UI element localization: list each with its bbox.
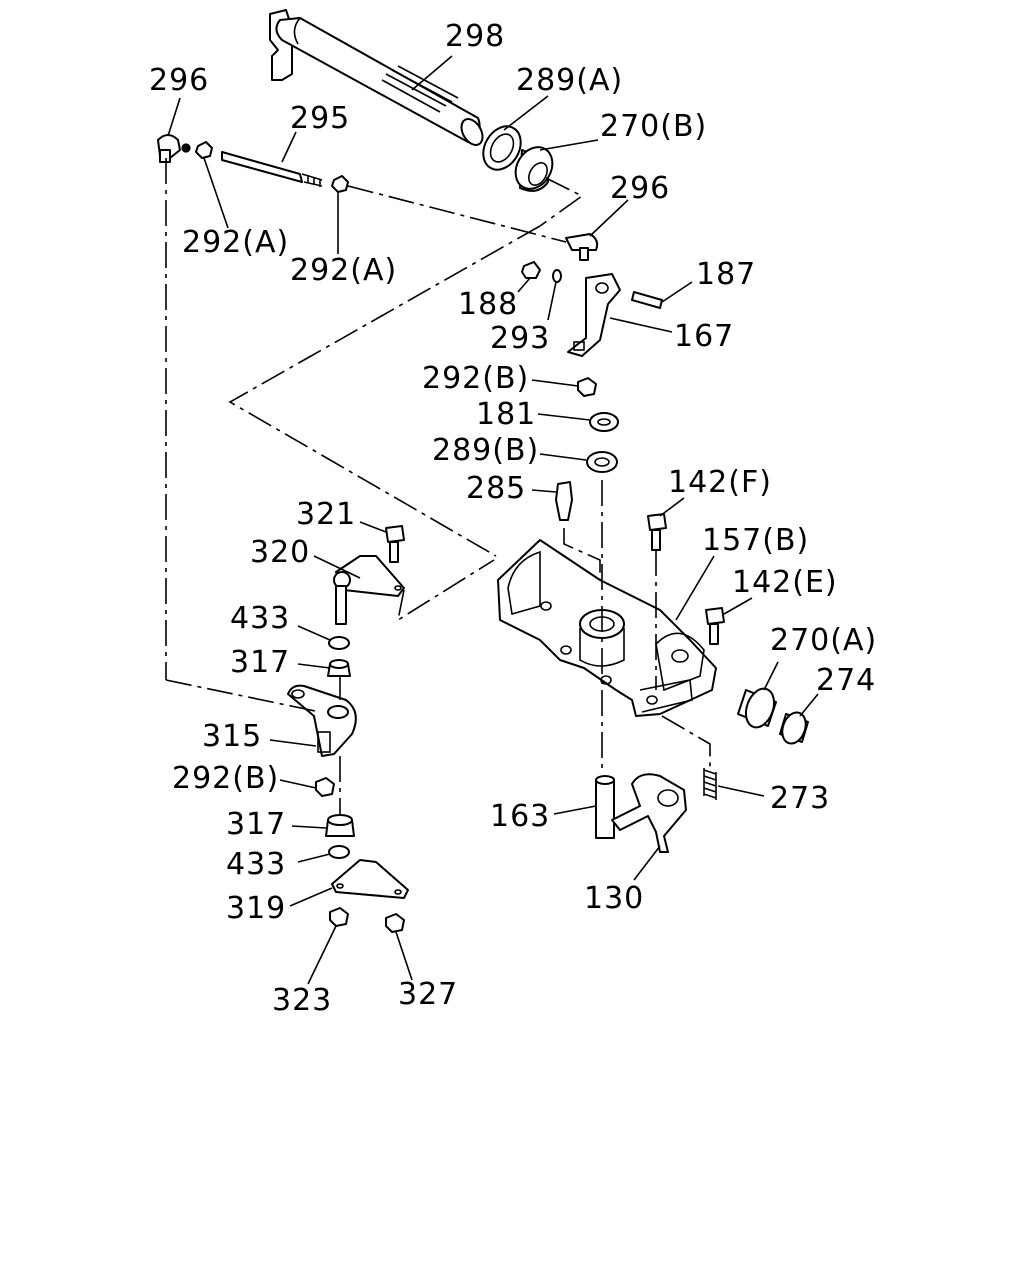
label-327: 327 (398, 977, 459, 1012)
part-292a-nut-right (331, 175, 349, 193)
part-292b-nut-lower (315, 777, 335, 797)
label-188: 188 (458, 287, 519, 322)
label-296-right: 296 (610, 171, 671, 206)
part-188-nut (521, 261, 541, 279)
label-142f: 142(F) (668, 465, 772, 500)
part-293-washer (552, 269, 562, 283)
label-292b-upper: 292(B) (422, 361, 530, 396)
part-181-washer (589, 412, 619, 432)
label-167: 167 (674, 319, 735, 354)
part-292b-nut-upper (577, 377, 597, 397)
label-157b: 157(B) (702, 523, 810, 558)
label-292b-lower: 292(B) (172, 761, 280, 796)
part-320-plate (333, 555, 405, 625)
label-296-left: 296 (149, 63, 210, 98)
part-317-bushing-upper (327, 659, 351, 677)
label-273: 273 (770, 781, 831, 816)
label-293: 293 (490, 321, 551, 356)
part-285-nipple (555, 481, 573, 521)
part-433-o-ring-lower (328, 845, 350, 859)
label-315: 315 (202, 719, 263, 754)
part-270b-bushing (514, 146, 554, 192)
label-319: 319 (226, 891, 287, 926)
label-321: 321 (296, 497, 357, 532)
label-163: 163 (490, 799, 551, 834)
part-296-ball-joint-left (157, 134, 191, 163)
part-327-nut (385, 913, 405, 933)
leader-lines (167, 55, 819, 985)
part-296-ball-joint-right (565, 233, 599, 261)
label-130: 130 (584, 881, 645, 916)
part-157b-housing (497, 539, 717, 717)
label-298: 298 (445, 19, 506, 54)
label-142e: 142(E) (732, 565, 838, 600)
part-142e-bolt (705, 607, 725, 645)
part-323-nut (329, 907, 349, 927)
label-292a-left: 292(A) (182, 225, 290, 260)
part-319-plate (331, 859, 409, 899)
part-433-o-ring-upper (328, 636, 350, 650)
label-270a: 270(A) (770, 623, 878, 658)
label-317-upper: 317 (230, 645, 291, 680)
part-273-spring (703, 768, 717, 800)
part-163-shaft (595, 775, 615, 839)
label-187: 187 (696, 257, 757, 292)
part-187-pin (631, 291, 663, 309)
label-270b: 270(B) (600, 109, 708, 144)
label-289b: 289(B) (432, 433, 540, 468)
label-292a-right: 292(A) (290, 253, 398, 288)
part-274-cap (779, 711, 809, 745)
chain-lines (165, 158, 711, 816)
label-317-lower: 317 (226, 807, 287, 842)
label-274: 274 (816, 663, 877, 698)
part-292a-nut-left (195, 141, 213, 159)
part-321-bolt (385, 525, 405, 563)
label-433-lower: 433 (226, 847, 287, 882)
part-295-rod (221, 151, 323, 187)
part-317-bushing-lower (325, 814, 355, 837)
part-315-arm (287, 684, 357, 757)
part-270a-bushing (737, 687, 777, 729)
label-295: 295 (290, 101, 351, 136)
part-298-shaft (269, 9, 484, 146)
label-320: 320 (250, 535, 311, 570)
label-433-upper: 433 (230, 601, 291, 636)
part-142f-bolt (647, 513, 667, 551)
part-289b-seal (586, 451, 618, 473)
part-130-lever (611, 773, 687, 853)
label-323: 323 (272, 983, 333, 1018)
label-285: 285 (466, 471, 527, 506)
label-181: 181 (476, 397, 537, 432)
part-167-bracket (567, 273, 621, 357)
label-289a: 289(A) (516, 63, 624, 98)
part-289a-seal (482, 125, 522, 171)
